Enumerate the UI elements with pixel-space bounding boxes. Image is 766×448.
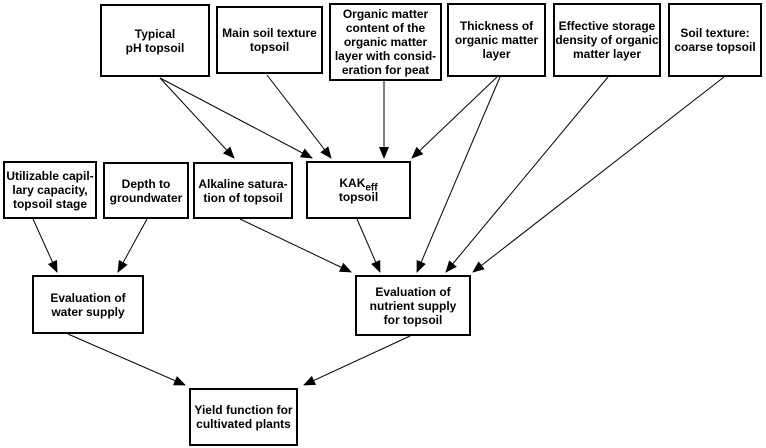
node-thickness-organic-matter-layer: Thickness of organic matter layer [447,3,546,77]
arrow-depth-groundwater-to-water [117,218,148,273]
node-label-line: layer [482,47,511,61]
node-label-line: tion of topsoil [203,190,283,205]
node-label-line: Thickness of [459,19,534,33]
arrow-nutrient-to-yield [303,335,411,386]
node-label-line: KAKeff [339,176,378,194]
node-alkaline-saturation-topsoil: Alkaline satura- tion of topsoil [193,162,293,219]
node-label-line: cultivated plants [196,417,291,431]
arrow-kak-to-nutrient [356,218,381,273]
node-evaluation-water-supply: Evaluation of water supply [32,275,144,334]
arrow-coarse-texture-to-nutrient [472,76,725,273]
arrow-typical-ph-to-kak [159,77,313,159]
node-label-line: content of the [345,21,426,35]
node-label-line: Soil texture: [680,26,750,40]
node-label-line: topsoil [338,190,379,204]
node-label-line: Effective storage [558,19,656,33]
node-main-soil-texture-topsoil: Main soil texture topsoil [216,6,323,74]
node-depth-to-groundwater: Depth to groundwater [103,162,189,219]
node-soil-texture-coarse-topsoil: Soil texture: coarse topsoil [668,3,762,77]
node-label-line: layer with consid- [334,49,437,63]
arrow-thickness-to-nutrient [416,76,501,273]
kak-subscript: eff [365,182,378,194]
arrow-storage-density-to-nutrient [445,76,609,273]
node-label-line: organic matter [343,35,428,49]
node-label-line: groundwater [109,190,183,205]
node-label-line: Depth to [121,176,171,191]
node-label-line: topsoil stage [12,197,87,211]
node-effective-storage-density: Effective storage density of organic mat… [553,3,661,77]
arrow-water-to-yield [67,333,186,386]
node-organic-matter-content: Organic matter content of the organic ma… [329,3,442,81]
node-label-line: eration for peat [341,63,430,77]
node-label-line: nutrient supply [369,298,457,313]
arrow-alkaline-to-nutrient [239,218,352,273]
node-label-line: matter layer [572,47,642,61]
node-label-line: Alkaline satura- [198,176,288,191]
node-label-line: Evaluation of [50,290,126,305]
arrow-utilizable-to-water [32,218,58,273]
node-label-line: water supply [51,304,125,319]
node-label-line: topsoil [249,40,290,54]
node-label-line: pH topsoil [125,40,185,55]
arrow-main-texture-to-kak [266,74,332,159]
node-label-line: lary capacity, [12,183,88,197]
node-label-line: density of organic [555,33,659,47]
node-typical-ph-topsoil: Typical pH topsoil [100,4,210,77]
node-utilizable-capillary-capacity: Utilizable capil- lary capacity, topsoil… [3,161,97,219]
node-label-line: coarse topsoil [674,40,756,54]
node-label-line: Main soil texture [222,26,317,40]
node-kak-eff-topsoil: KAKeff topsoil [306,161,411,219]
node-label-line: Typical [134,26,176,41]
node-yield-function-cultivated-plants: Yield function for cultivated plants [189,388,298,446]
arrow-thickness-to-kak [411,76,498,159]
node-label-line: Evaluation of [375,284,451,299]
node-label-line: Organic matter [342,7,429,21]
node-label-line: Utilizable capil- [6,169,94,183]
node-evaluation-nutrient-supply: Evaluation of nutrient supply for topsoi… [355,275,471,336]
arrow-typical-ph-to-alkaline [159,77,235,159]
node-label-line: for topsoil [383,312,443,327]
node-label-line: Yield function for [194,403,293,417]
node-label-line: organic matter [454,33,539,47]
kak-prefix: KAK [339,176,366,190]
